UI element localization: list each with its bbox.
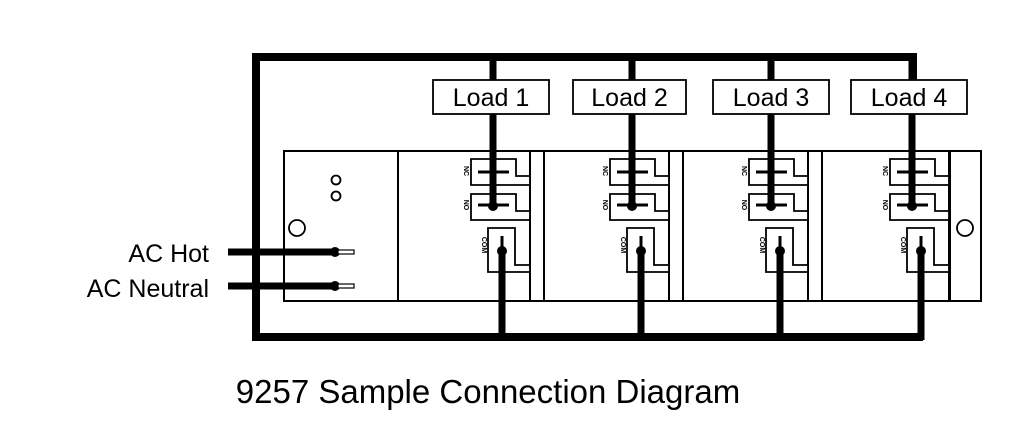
load-4: Load 4 <box>850 79 968 115</box>
no-junction <box>488 201 498 211</box>
com-label: COM <box>758 237 765 254</box>
no-terminal-box <box>470 193 531 221</box>
relay-module-3: NC NO COM <box>740 57 823 340</box>
nc-label: NC <box>740 166 747 176</box>
nc-label: NC <box>462 166 469 176</box>
load-label: Load 1 <box>453 84 529 112</box>
mount-hole-left <box>288 219 306 237</box>
junction-neutral <box>251 281 261 291</box>
com-junction <box>497 246 507 256</box>
ac-neutral-label: AC Neutral <box>87 275 209 303</box>
no-label: NO <box>881 200 888 211</box>
load-box <box>432 79 550 115</box>
indicator-led-2 <box>330 190 342 202</box>
no-label: NO <box>740 200 747 211</box>
no-label: NO <box>462 200 469 211</box>
nc-label: NC <box>881 166 888 176</box>
junction-hot <box>251 247 261 257</box>
com-junction <box>916 246 926 256</box>
no-terminal-box <box>609 193 670 221</box>
bus-wires <box>228 53 923 341</box>
no-junction <box>627 201 637 211</box>
top-bus-wire <box>252 53 917 341</box>
com-junction <box>775 246 785 256</box>
relay-module-1: NC NO COM <box>462 57 545 340</box>
load-box <box>712 79 830 115</box>
hot-terminal-pin <box>337 249 355 255</box>
nc-label: NC <box>601 166 608 176</box>
com-junction <box>636 246 646 256</box>
com-label: COM <box>899 237 906 254</box>
load-2: Load 2 <box>572 79 687 115</box>
mount-hole-right <box>956 219 974 237</box>
neutral-terminal-pin <box>337 283 355 289</box>
com-label: COM <box>480 237 487 254</box>
load-3: Load 3 <box>712 79 830 115</box>
load-box <box>850 79 968 115</box>
com-label: COM <box>619 237 626 254</box>
no-terminal-box <box>748 193 809 221</box>
load-1: Load 1 <box>432 79 550 115</box>
indicator-led-1 <box>330 174 342 186</box>
no-junction <box>907 201 917 211</box>
ac-hot-label: AC Hot <box>128 240 209 268</box>
no-junction <box>766 201 776 211</box>
diagram-title: 9257 Sample Connection Diagram <box>236 373 740 410</box>
load-label: Load 3 <box>733 84 809 112</box>
no-label: NO <box>601 200 608 211</box>
load-box <box>572 79 687 115</box>
load-label: Load 2 <box>591 84 667 112</box>
no-terminal-box <box>889 193 950 221</box>
load-label: Load 4 <box>871 84 948 112</box>
